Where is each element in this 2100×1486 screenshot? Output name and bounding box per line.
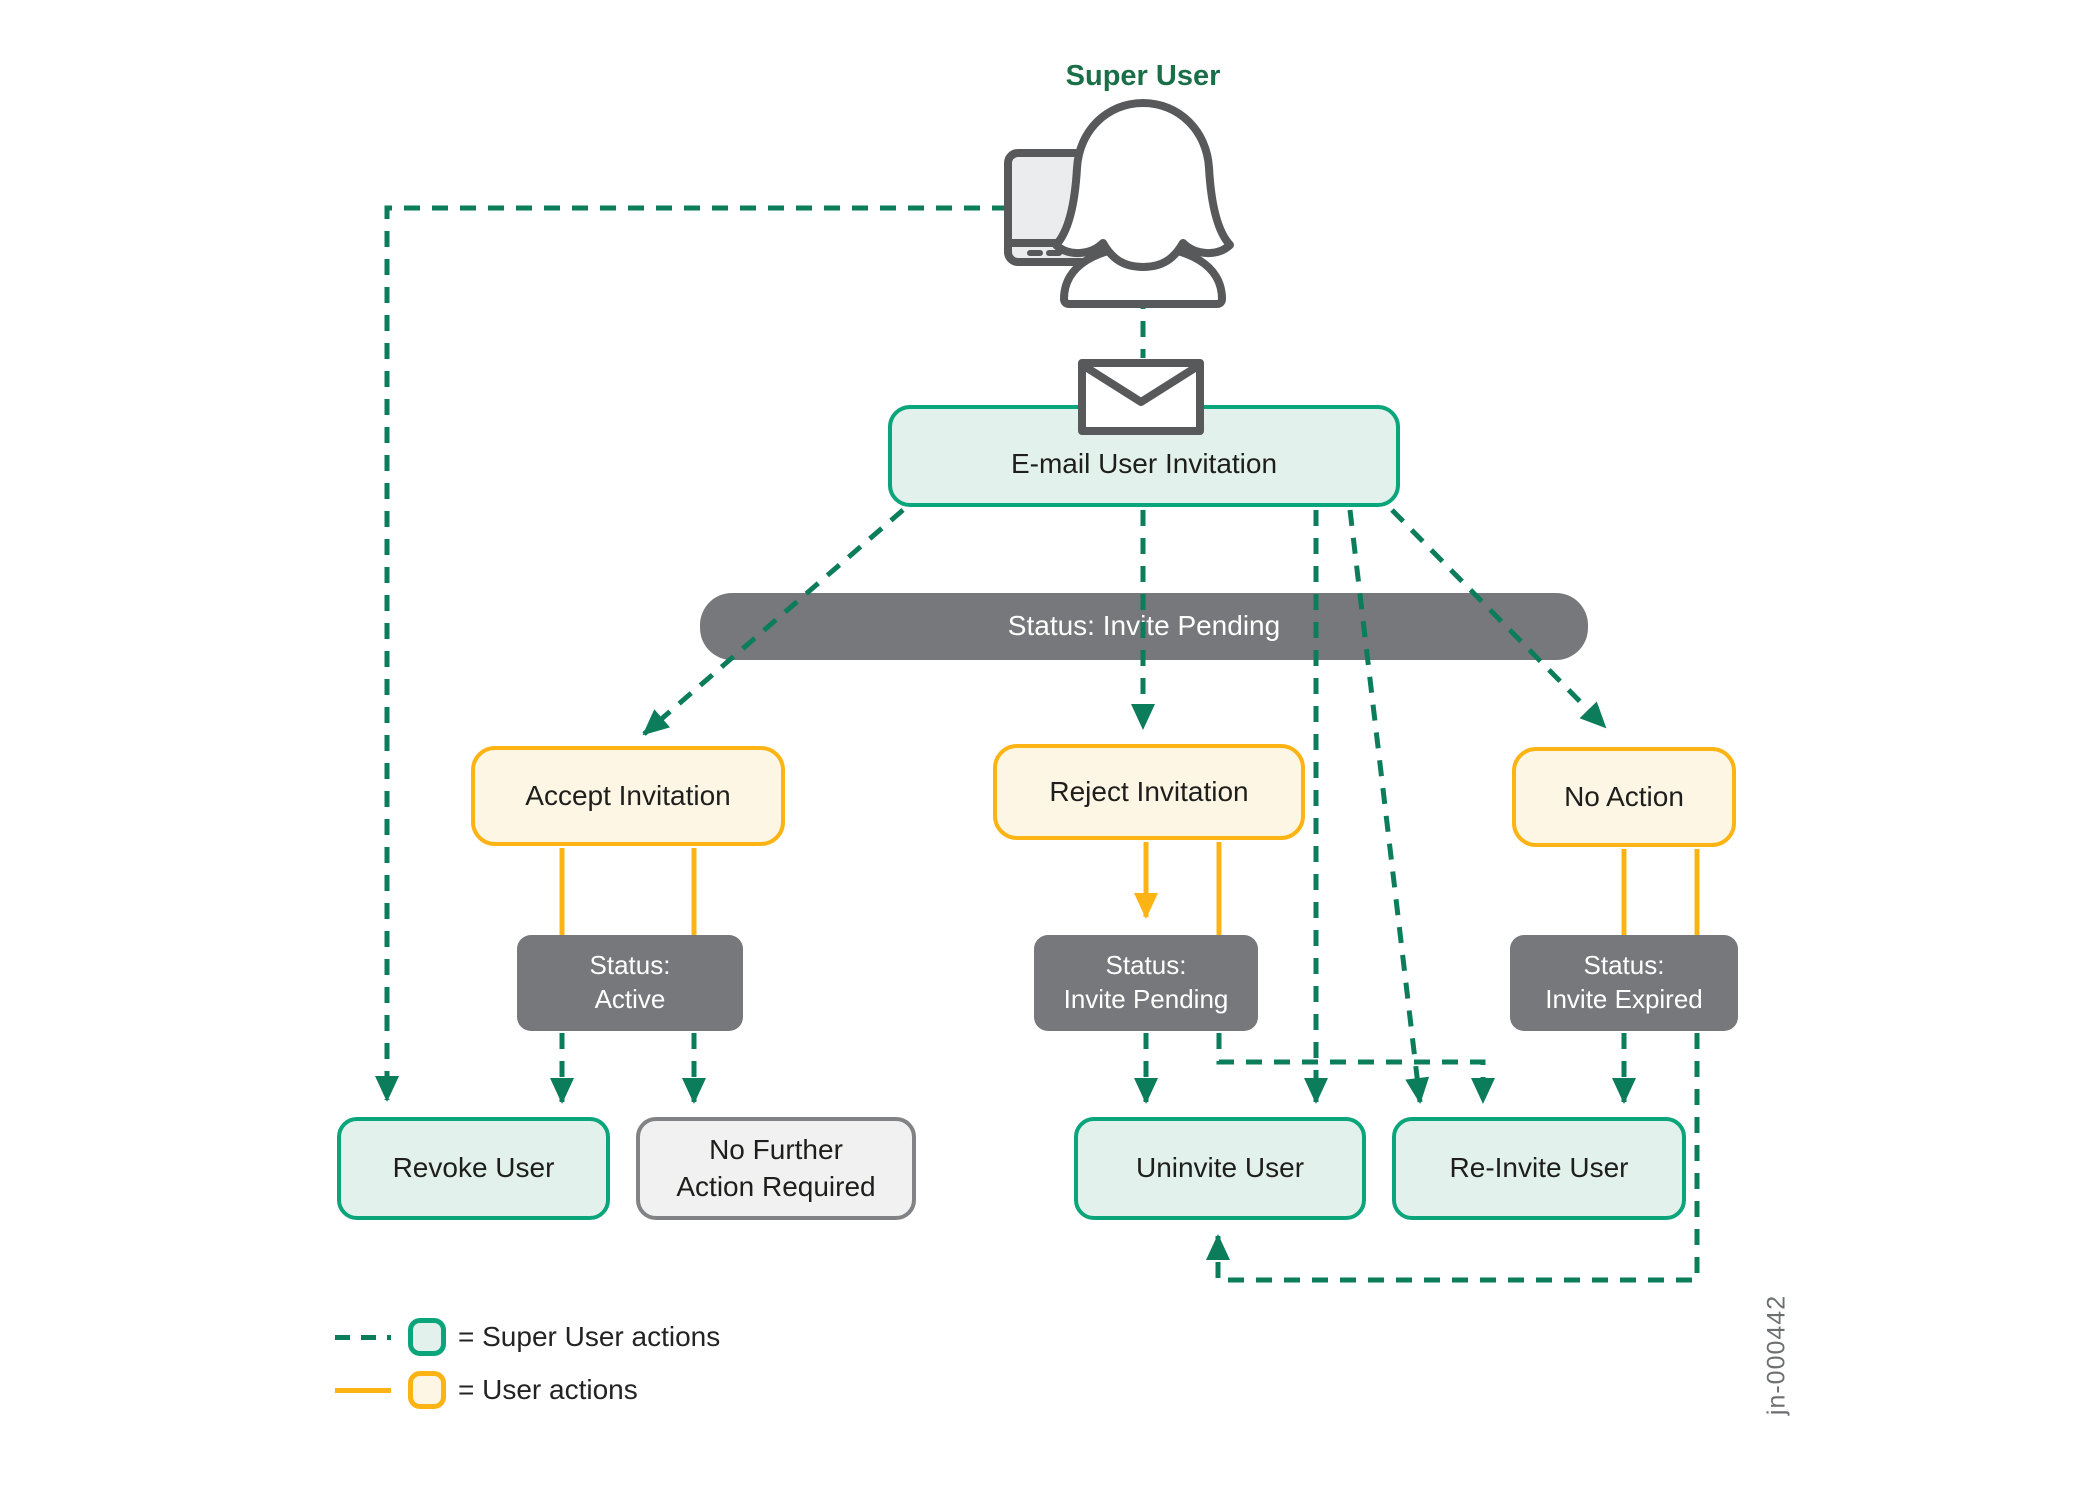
solid-yellow-line-icon [335,1387,391,1393]
computer-user-icon [1004,99,1234,308]
node-status-invite-expired: Status: Invite Expired [1510,935,1738,1031]
super-user-action-box-icon [408,1318,446,1356]
node-reinvite-user: Re-Invite User [1392,1117,1686,1220]
node-uninvite-user: Uninvite User [1074,1117,1366,1220]
node-revoke-user: Revoke User [337,1117,610,1220]
legend-label-super-user-actions: = Super User actions [458,1321,721,1352]
legend: = Super User actions = User actions [335,1312,720,1418]
user-action-box-icon [408,1371,446,1409]
node-status-active: Status: Active [517,935,743,1031]
dashed-green-line-icon [335,1334,391,1340]
legend-label-user-actions: = User actions [458,1374,638,1405]
legend-row-super-user-actions: = Super User actions [335,1312,720,1362]
node-email-user-invitation: E-mail User Invitation [888,405,1400,507]
node-no-further-action-required: No Further Action Required [636,1117,916,1220]
node-no-action: No Action [1512,747,1736,847]
connector-invite-pending-to-reinvite [1216,1033,1495,1104]
node-accept-invitation: Accept Invitation [471,746,785,846]
node-reject-invitation: Reject Invitation [993,744,1305,840]
legend-row-user-actions: = User actions [335,1365,720,1415]
figure-id: jn-000442 [1762,1294,1791,1416]
super-user-title: Super User [1065,60,1221,92]
node-status-invite-pending-bar: Status: Invite Pending [700,593,1588,660]
node-status-invite-pending: Status: Invite Pending [1034,935,1258,1031]
